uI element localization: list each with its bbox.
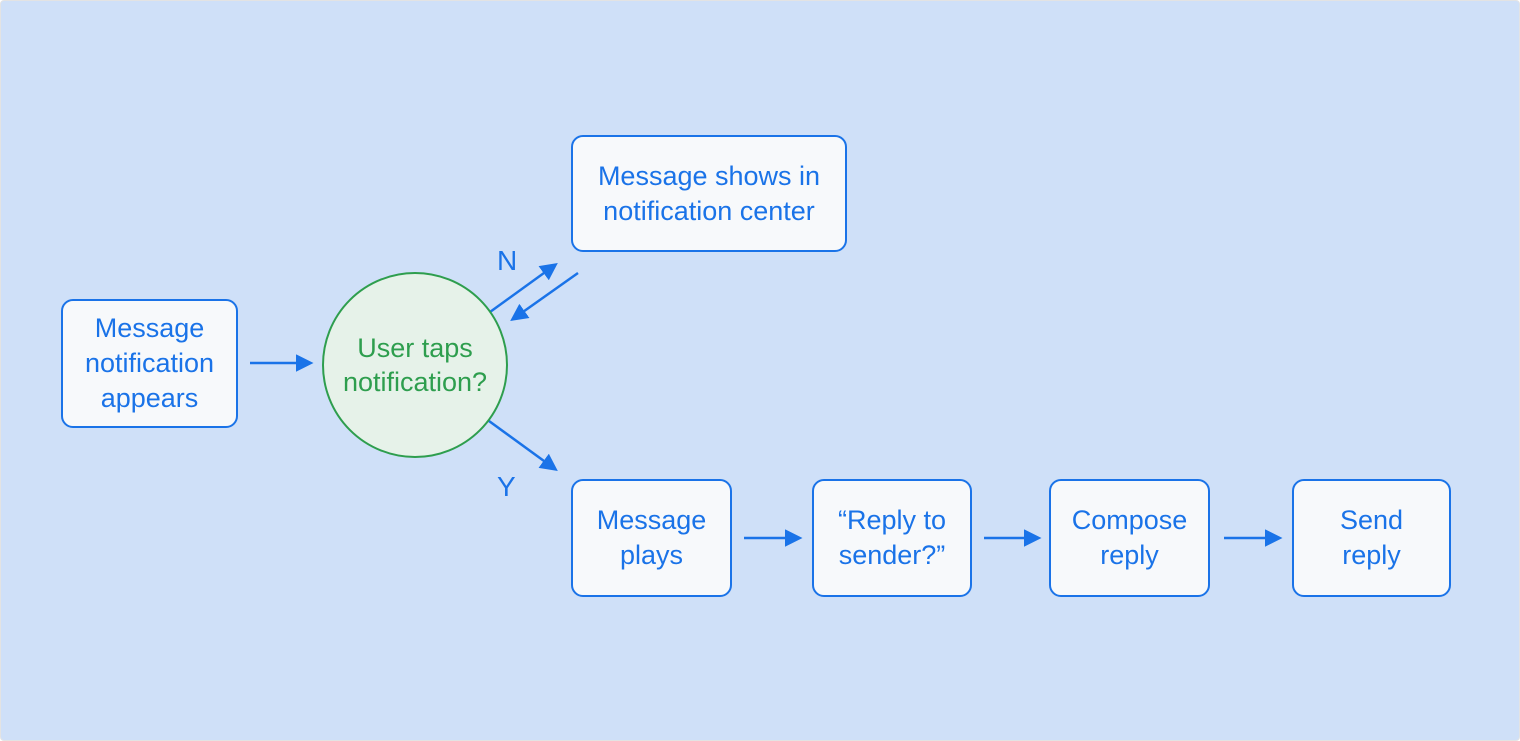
edge-label-no: N [497,245,518,276]
node-label: Message shows in notification center [597,160,821,226]
node-label: Message notification appears [84,313,215,413]
node-label: “Reply to sender?” [837,505,947,570]
node-user-taps-notification-decision: User taps notification? [322,272,508,458]
node-label: Compose reply [1071,505,1188,570]
node-message-plays: Message plays [571,479,732,597]
node-compose-reply: Compose reply [1049,479,1210,597]
node-label: Send reply [1339,505,1404,570]
node-label: Message plays [596,505,707,570]
node-reply-to-sender: “Reply to sender?” [812,479,972,597]
node-message-notification-appears: Message notification appears [61,299,238,428]
node-message-shows-in-notification-center: Message shows in notification center [571,135,847,252]
edge-notification-center-to-decision [510,271,579,322]
edge-decision-to-notification-center [489,262,558,314]
node-send-reply: Send reply [1292,479,1451,597]
node-label: User taps notification? [342,333,488,397]
edge-label-yes: Y [497,471,516,502]
edge-decision-to-message-plays [488,419,558,472]
